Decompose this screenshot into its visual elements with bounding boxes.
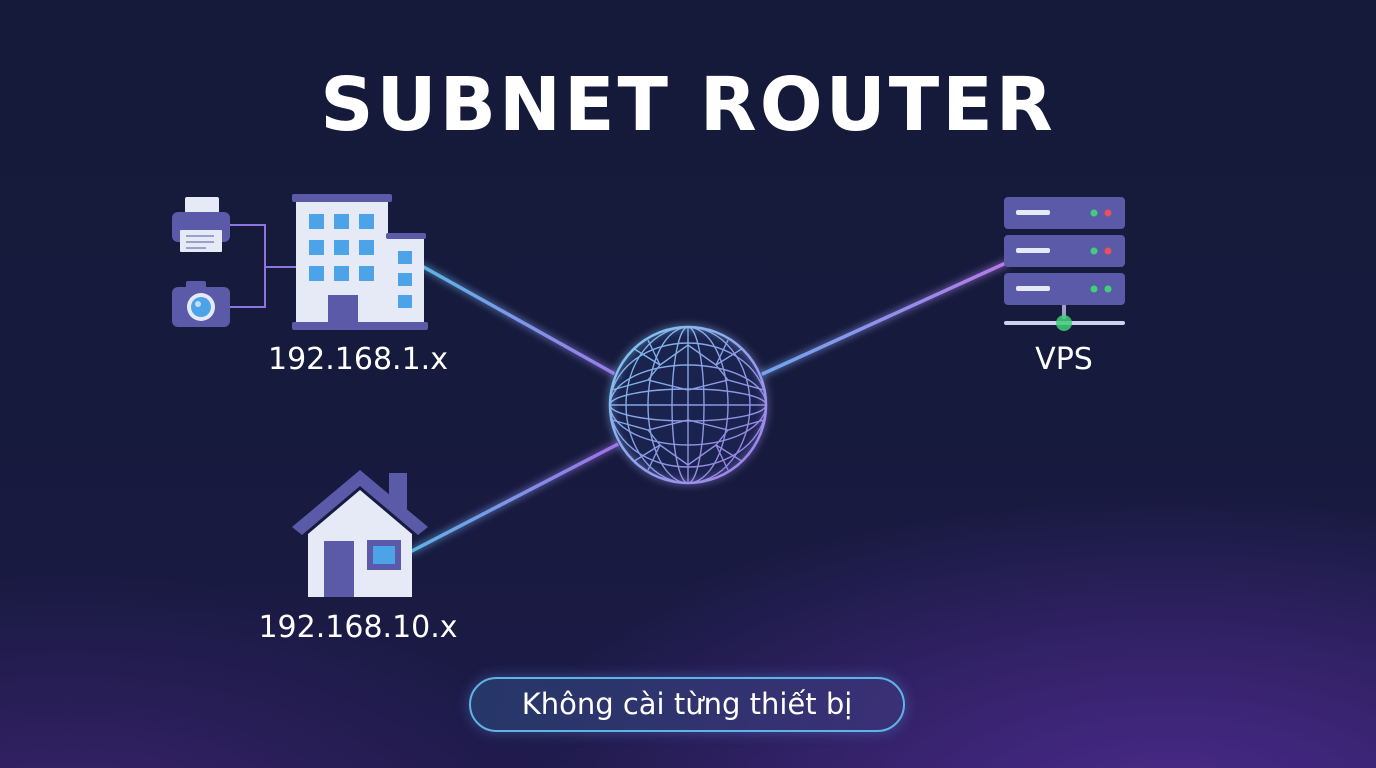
home-link-line bbox=[409, 440, 623, 554]
camera-icon bbox=[172, 281, 230, 327]
device-connector-lines bbox=[230, 224, 298, 308]
office-subnet-label: 192.168.1.x bbox=[268, 342, 448, 377]
vps-server-icon bbox=[1004, 197, 1125, 331]
printer-icon bbox=[172, 197, 230, 252]
house-icon bbox=[292, 470, 428, 597]
office-link-line bbox=[419, 263, 623, 380]
diagram-title: SUBNET ROUTER bbox=[320, 62, 1056, 148]
office-building-icon bbox=[292, 194, 428, 330]
vps-link-line bbox=[757, 260, 1009, 378]
caption-pill: Không cài từng thiết bị bbox=[469, 677, 905, 732]
home-subnet-label: 192.168.10.x bbox=[258, 610, 458, 645]
vps-label: VPS bbox=[1035, 342, 1093, 377]
internet-globe-icon bbox=[608, 325, 768, 485]
